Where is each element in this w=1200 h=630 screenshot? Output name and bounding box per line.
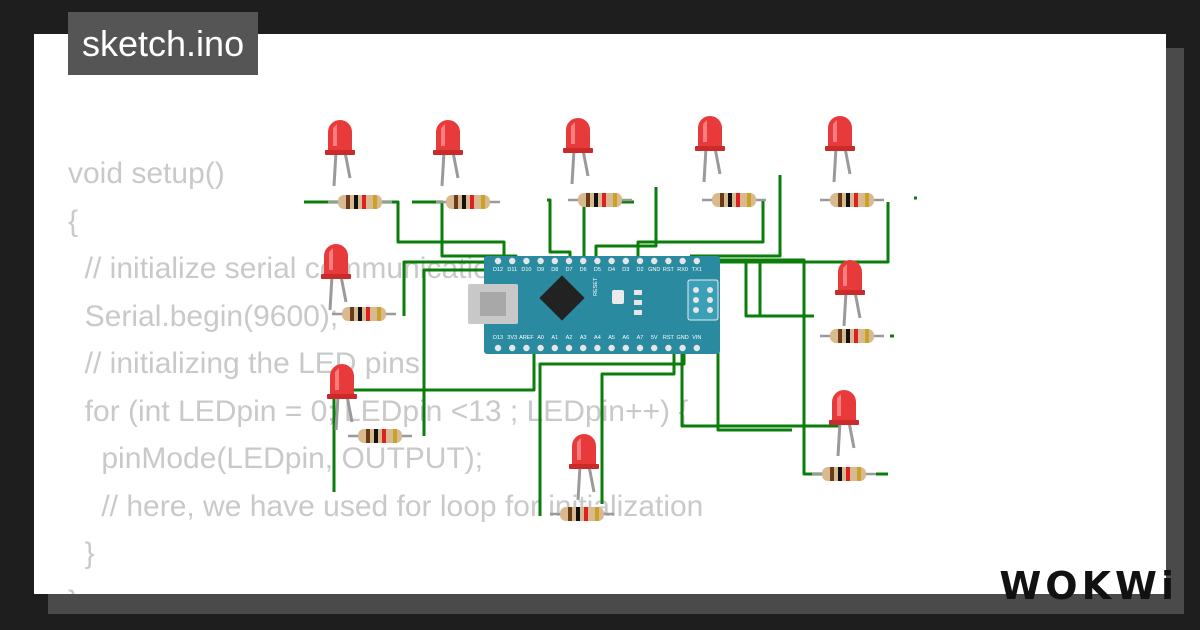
pin-label: RX0 xyxy=(677,267,688,273)
pin-a4[interactable] xyxy=(594,344,601,352)
pin-label: AREF xyxy=(519,335,534,341)
pin-d8[interactable] xyxy=(551,257,558,265)
led-2 xyxy=(431,118,465,188)
resistor-10 xyxy=(810,465,878,483)
pin-d13[interactable] xyxy=(494,344,502,352)
pin-d4[interactable] xyxy=(608,257,615,265)
pin-label: GND xyxy=(648,267,660,273)
resistor-6 xyxy=(330,305,398,323)
pin-label: D10 xyxy=(521,267,531,273)
pin-label: D8 xyxy=(551,267,558,273)
pin-label: D11 xyxy=(507,267,517,273)
wokwi-logo[interactable]: WOKWi xyxy=(999,564,1178,608)
resistor-2 xyxy=(434,193,502,211)
reset-label: RESET xyxy=(593,277,599,296)
pin-label: A6 xyxy=(622,335,629,341)
pin-a0[interactable] xyxy=(537,344,544,352)
pin-label: GND xyxy=(676,335,688,341)
pin-a1[interactable] xyxy=(551,344,558,352)
led-1 xyxy=(323,118,357,188)
pin-label: A5 xyxy=(608,335,615,341)
pin-label: A1 xyxy=(551,335,558,341)
pin-a2[interactable] xyxy=(565,344,573,352)
pin-a7[interactable] xyxy=(636,344,644,352)
pin-label: RST xyxy=(663,335,675,341)
pin-label: A2 xyxy=(566,335,573,341)
resistor-3 xyxy=(566,191,634,209)
led-10 xyxy=(827,388,861,458)
pin-a6[interactable] xyxy=(622,344,629,352)
pin-d7[interactable] xyxy=(565,257,573,265)
pin-rst[interactable] xyxy=(665,344,672,352)
pin-label: 5V xyxy=(651,335,658,341)
code-line: { xyxy=(68,204,79,238)
pin-label: A4 xyxy=(594,335,601,341)
pin-label: D5 xyxy=(594,267,601,273)
pin-label: D13 xyxy=(493,335,503,341)
code-line: Serial.begin(9600); xyxy=(68,299,339,333)
led-8 xyxy=(567,432,601,502)
led-4 xyxy=(693,114,727,184)
pin-aref[interactable] xyxy=(523,344,530,352)
pin-tx1[interactable] xyxy=(693,257,700,265)
pin-label: D2 xyxy=(636,267,643,273)
resistor-4 xyxy=(700,191,768,209)
pin-label: 3V3 xyxy=(507,335,517,341)
pin-label: RST xyxy=(663,267,675,273)
pin-rx0[interactable] xyxy=(679,257,686,265)
code-line: } xyxy=(68,585,78,595)
pin-label: D4 xyxy=(608,267,615,273)
pin-d12[interactable] xyxy=(494,257,502,265)
pin-a5[interactable] xyxy=(608,344,615,352)
pin-d2[interactable] xyxy=(636,257,644,265)
project-title[interactable]: sketch.ino xyxy=(68,12,259,75)
pin-5v[interactable] xyxy=(651,344,658,352)
pin-label: A7 xyxy=(637,335,644,341)
led-3 xyxy=(561,116,595,186)
pin-label: A0 xyxy=(537,335,544,341)
pin-d9[interactable] xyxy=(537,257,544,265)
pin-label: VIN xyxy=(692,335,701,341)
code-line: } xyxy=(68,537,95,570)
pin-3v3[interactable] xyxy=(509,344,516,352)
pin-label: D6 xyxy=(580,267,587,273)
led-5 xyxy=(823,114,857,184)
code-line: void setup() xyxy=(68,157,225,190)
pin-label: TX1 xyxy=(692,267,702,273)
pin-d10[interactable] xyxy=(523,257,530,265)
pin-d11[interactable] xyxy=(509,257,516,265)
pin-label: D3 xyxy=(622,267,629,273)
resistor-9 xyxy=(818,327,886,345)
led-9 xyxy=(833,258,867,328)
pin-label: D9 xyxy=(537,267,544,273)
resistor-8 xyxy=(548,505,616,523)
code-line: pinMode(LEDpin, OUTPUT); xyxy=(68,442,484,475)
pin-d6[interactable] xyxy=(580,257,587,265)
led-7 xyxy=(325,362,359,432)
resistor-1 xyxy=(326,193,394,211)
pin-gnd[interactable] xyxy=(651,257,658,265)
pin-gnd[interactable] xyxy=(679,344,686,352)
pin-d5[interactable] xyxy=(594,257,601,265)
pin-label: A3 xyxy=(580,335,587,341)
resistor-7 xyxy=(346,427,414,445)
code-line: // here, we have used for loop for initi… xyxy=(68,489,704,523)
project-card[interactable]: void setup() { // initialize serial comm… xyxy=(34,34,1166,594)
resistor-5 xyxy=(818,191,886,209)
led-6 xyxy=(319,242,353,312)
pin-rst[interactable] xyxy=(665,257,672,265)
pin-a3[interactable] xyxy=(580,344,587,352)
pin-label: D7 xyxy=(565,267,572,273)
pin-label: D12 xyxy=(493,267,503,273)
pin-d3[interactable] xyxy=(622,257,629,265)
pin-vin[interactable] xyxy=(693,344,700,352)
